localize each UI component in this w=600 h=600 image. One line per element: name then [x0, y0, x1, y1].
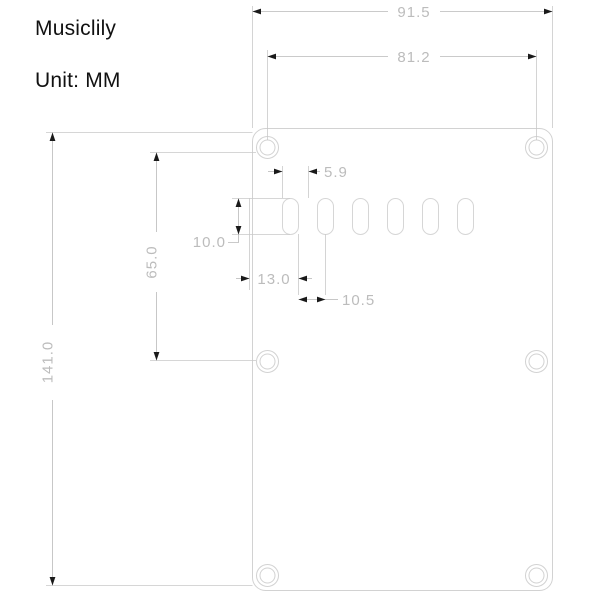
dimension-value-10-0: 10.0 [193, 234, 226, 251]
plate-outline [252, 128, 553, 591]
dimension-arrow [317, 296, 326, 303]
screw-hole-inner [259, 567, 276, 584]
dimension-first-slot-offset: 13.0 [236, 198, 312, 295]
dimension-value-10-5: 10.5 [342, 292, 375, 309]
plate-outline-group [252, 128, 553, 591]
dimension-value-65-0: 65.0 [144, 245, 161, 278]
string-slot [352, 198, 369, 235]
string-slots-group [282, 198, 474, 235]
dimension-slot-height: 10.0 [193, 198, 290, 251]
screw-hole [525, 350, 548, 373]
screw-hole [256, 564, 279, 587]
dimension-arrow [267, 53, 276, 60]
string-slot [282, 198, 299, 235]
string-slot [387, 198, 404, 235]
dimension-arrow [49, 577, 56, 586]
screw-hole-inner [528, 353, 545, 370]
screw-hole-inner [259, 353, 276, 370]
dimension-slot-pitch: 10.5 [298, 234, 375, 309]
dimension-arrow [544, 8, 553, 15]
screw-hole-inner [528, 139, 545, 156]
dimension-hole-span-height: 65.0 [144, 152, 256, 361]
dimension-arrow [528, 53, 537, 60]
screw-holes-group [256, 136, 548, 587]
dimension-arrow [252, 8, 261, 15]
dimension-value-81-2: 81.2 [397, 49, 430, 66]
dimension-value-91-5: 91.5 [397, 4, 430, 21]
dimension-arrow [235, 198, 242, 207]
dimension-value-141-0: 141.0 [40, 341, 57, 384]
dimension-arrow [298, 275, 307, 282]
dimension-arrow [153, 152, 160, 161]
string-slot [457, 198, 474, 235]
dimension-arrow [298, 296, 307, 303]
leader-line [228, 234, 239, 243]
unit-label: Unit: MM [35, 69, 121, 92]
dimension-value-5-9: 5.9 [324, 164, 348, 181]
dimension-overall-height: 141.0 [40, 132, 253, 586]
brand-name-label: Musiclily [35, 17, 117, 40]
dimension-hole-span-width: 81.2 [267, 49, 537, 140]
dimension-overall-width: 91.5 [252, 4, 553, 128]
dimension-arrow [49, 132, 56, 141]
dimension-arrow [241, 275, 250, 282]
dimension-arrow [235, 226, 242, 235]
screw-hole [525, 564, 548, 587]
dimension-arrow [153, 352, 160, 361]
screw-hole-inner [259, 139, 276, 156]
string-slot [317, 198, 334, 235]
screw-hole-inner [528, 567, 545, 584]
dimension-arrow [308, 168, 317, 175]
dimension-slot-width: 5.9 [268, 164, 348, 198]
screw-hole [256, 350, 279, 373]
string-slot [422, 198, 439, 235]
dimension-value-13-0: 13.0 [257, 271, 290, 288]
dimension-arrow [274, 168, 283, 175]
